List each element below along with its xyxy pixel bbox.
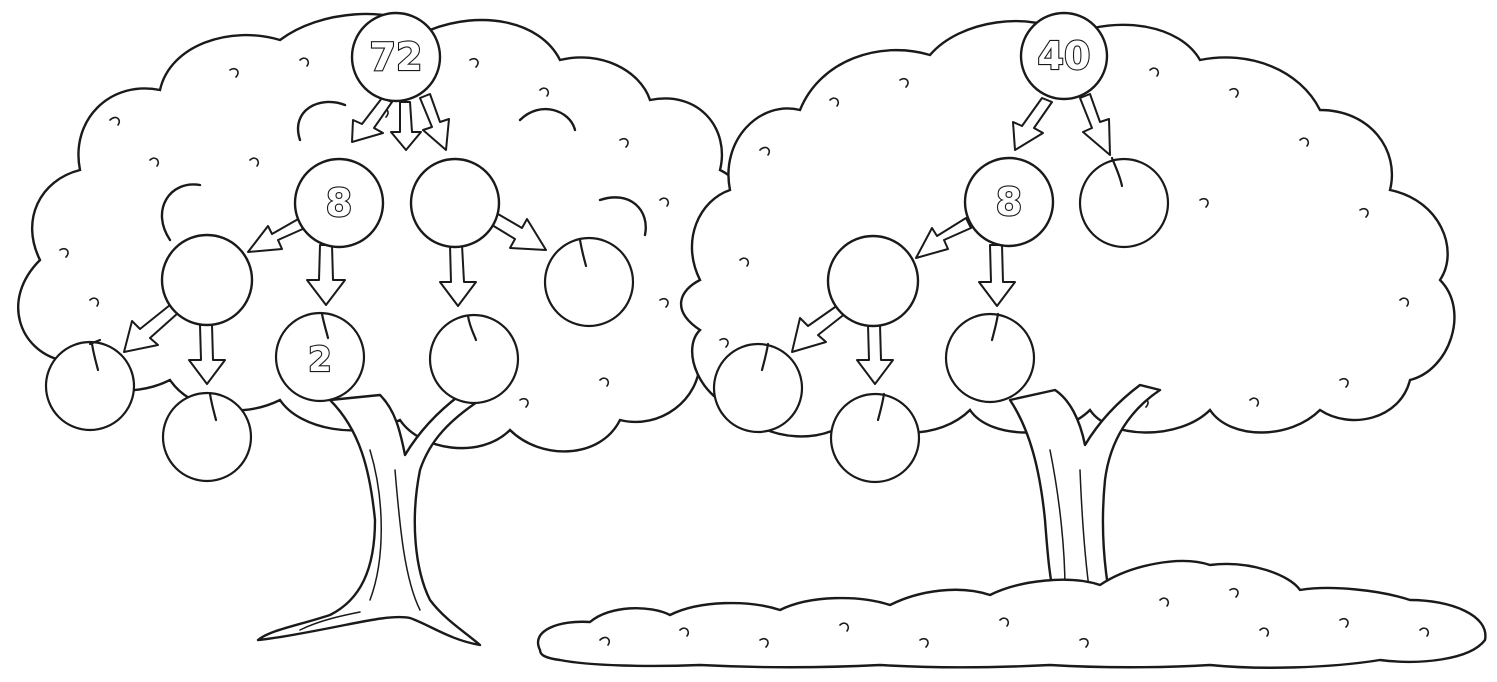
arrow-8-to-2 [306, 244, 346, 306]
bush [536, 559, 1487, 669]
left-arrows [123, 93, 547, 385]
right-subfactor-node-blank[interactable] [826, 234, 920, 328]
right-root-value: 40 [1038, 34, 1091, 78]
arrow-blank-to-apple [439, 244, 477, 307]
arrow-blank-to-apple-right [491, 213, 547, 251]
right-tree-trunk [1008, 383, 1162, 602]
right-factor-node-8: 8 [963, 156, 1055, 248]
apple[interactable] [712, 342, 804, 434]
left-root-value: 72 [370, 35, 423, 79]
apple[interactable] [161, 391, 253, 483]
apple[interactable] [44, 338, 136, 432]
left-factor-value-1: 8 [326, 181, 352, 225]
left-root-node: 72 [350, 11, 442, 103]
arrow-8-to-blank [915, 217, 972, 259]
right-arrows [791, 93, 1111, 385]
apple-value: 2 [308, 340, 332, 380]
apple[interactable] [1078, 156, 1170, 249]
left-factor-node-blank[interactable] [409, 157, 501, 249]
apple[interactable] [944, 312, 1036, 404]
apple-with-number[interactable]: 2 [274, 311, 366, 403]
arrow-circle-to-apple-down [188, 324, 226, 385]
right-root-node: 40 [1019, 11, 1109, 101]
arrow-circle-to-apple-left [123, 304, 179, 353]
right-factor-value-1: 8 [996, 180, 1022, 224]
apple[interactable] [428, 313, 520, 405]
arrow-40-to-apple [1079, 93, 1111, 156]
arrow-40-to-8 [1012, 97, 1053, 151]
left-factor-node-8: 8 [293, 157, 385, 249]
apple[interactable] [829, 392, 921, 484]
arrow-circle-to-apple-down [856, 324, 894, 385]
arrow-circle-to-apple-left [791, 304, 847, 353]
arrow-72-to-blank [419, 93, 450, 151]
left-tree-curls [59, 57, 670, 408]
apple[interactable] [543, 236, 635, 328]
arrow-72-to-middle [390, 101, 422, 151]
left-subfactor-node-blank[interactable] [160, 233, 254, 327]
arrow-72-to-8 [351, 97, 393, 143]
arrow-8-to-blank [247, 217, 306, 253]
arrow-8-to-apple [978, 244, 1016, 307]
